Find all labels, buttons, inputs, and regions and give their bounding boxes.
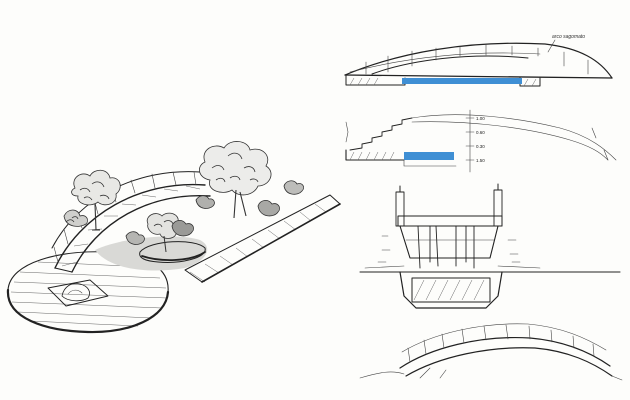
section-water xyxy=(404,152,454,160)
bridge-section: 1.00 0.60 0.30 1.50 xyxy=(345,109,617,173)
bridge-perspective-small xyxy=(359,323,623,381)
circular-plaza xyxy=(6,251,170,334)
dim-base: 1.50 xyxy=(476,158,485,163)
bridge-elevation: arco sagomato xyxy=(344,34,613,87)
dim-top: 1.00 xyxy=(476,116,485,121)
dim-low: 0.30 xyxy=(476,144,485,149)
left-railing-post xyxy=(395,191,405,227)
water-band xyxy=(402,78,522,84)
right-railing-post xyxy=(493,189,503,227)
dim-mid: 0.60 xyxy=(476,130,485,135)
deck-walkway xyxy=(184,194,341,283)
vegetation xyxy=(63,141,305,253)
island-planter xyxy=(139,241,206,263)
wooden-deck-beam xyxy=(397,215,503,227)
deck-cross-section xyxy=(359,183,621,309)
elevation-note: arco sagomato xyxy=(552,34,585,40)
perspective-sketch xyxy=(6,141,341,334)
